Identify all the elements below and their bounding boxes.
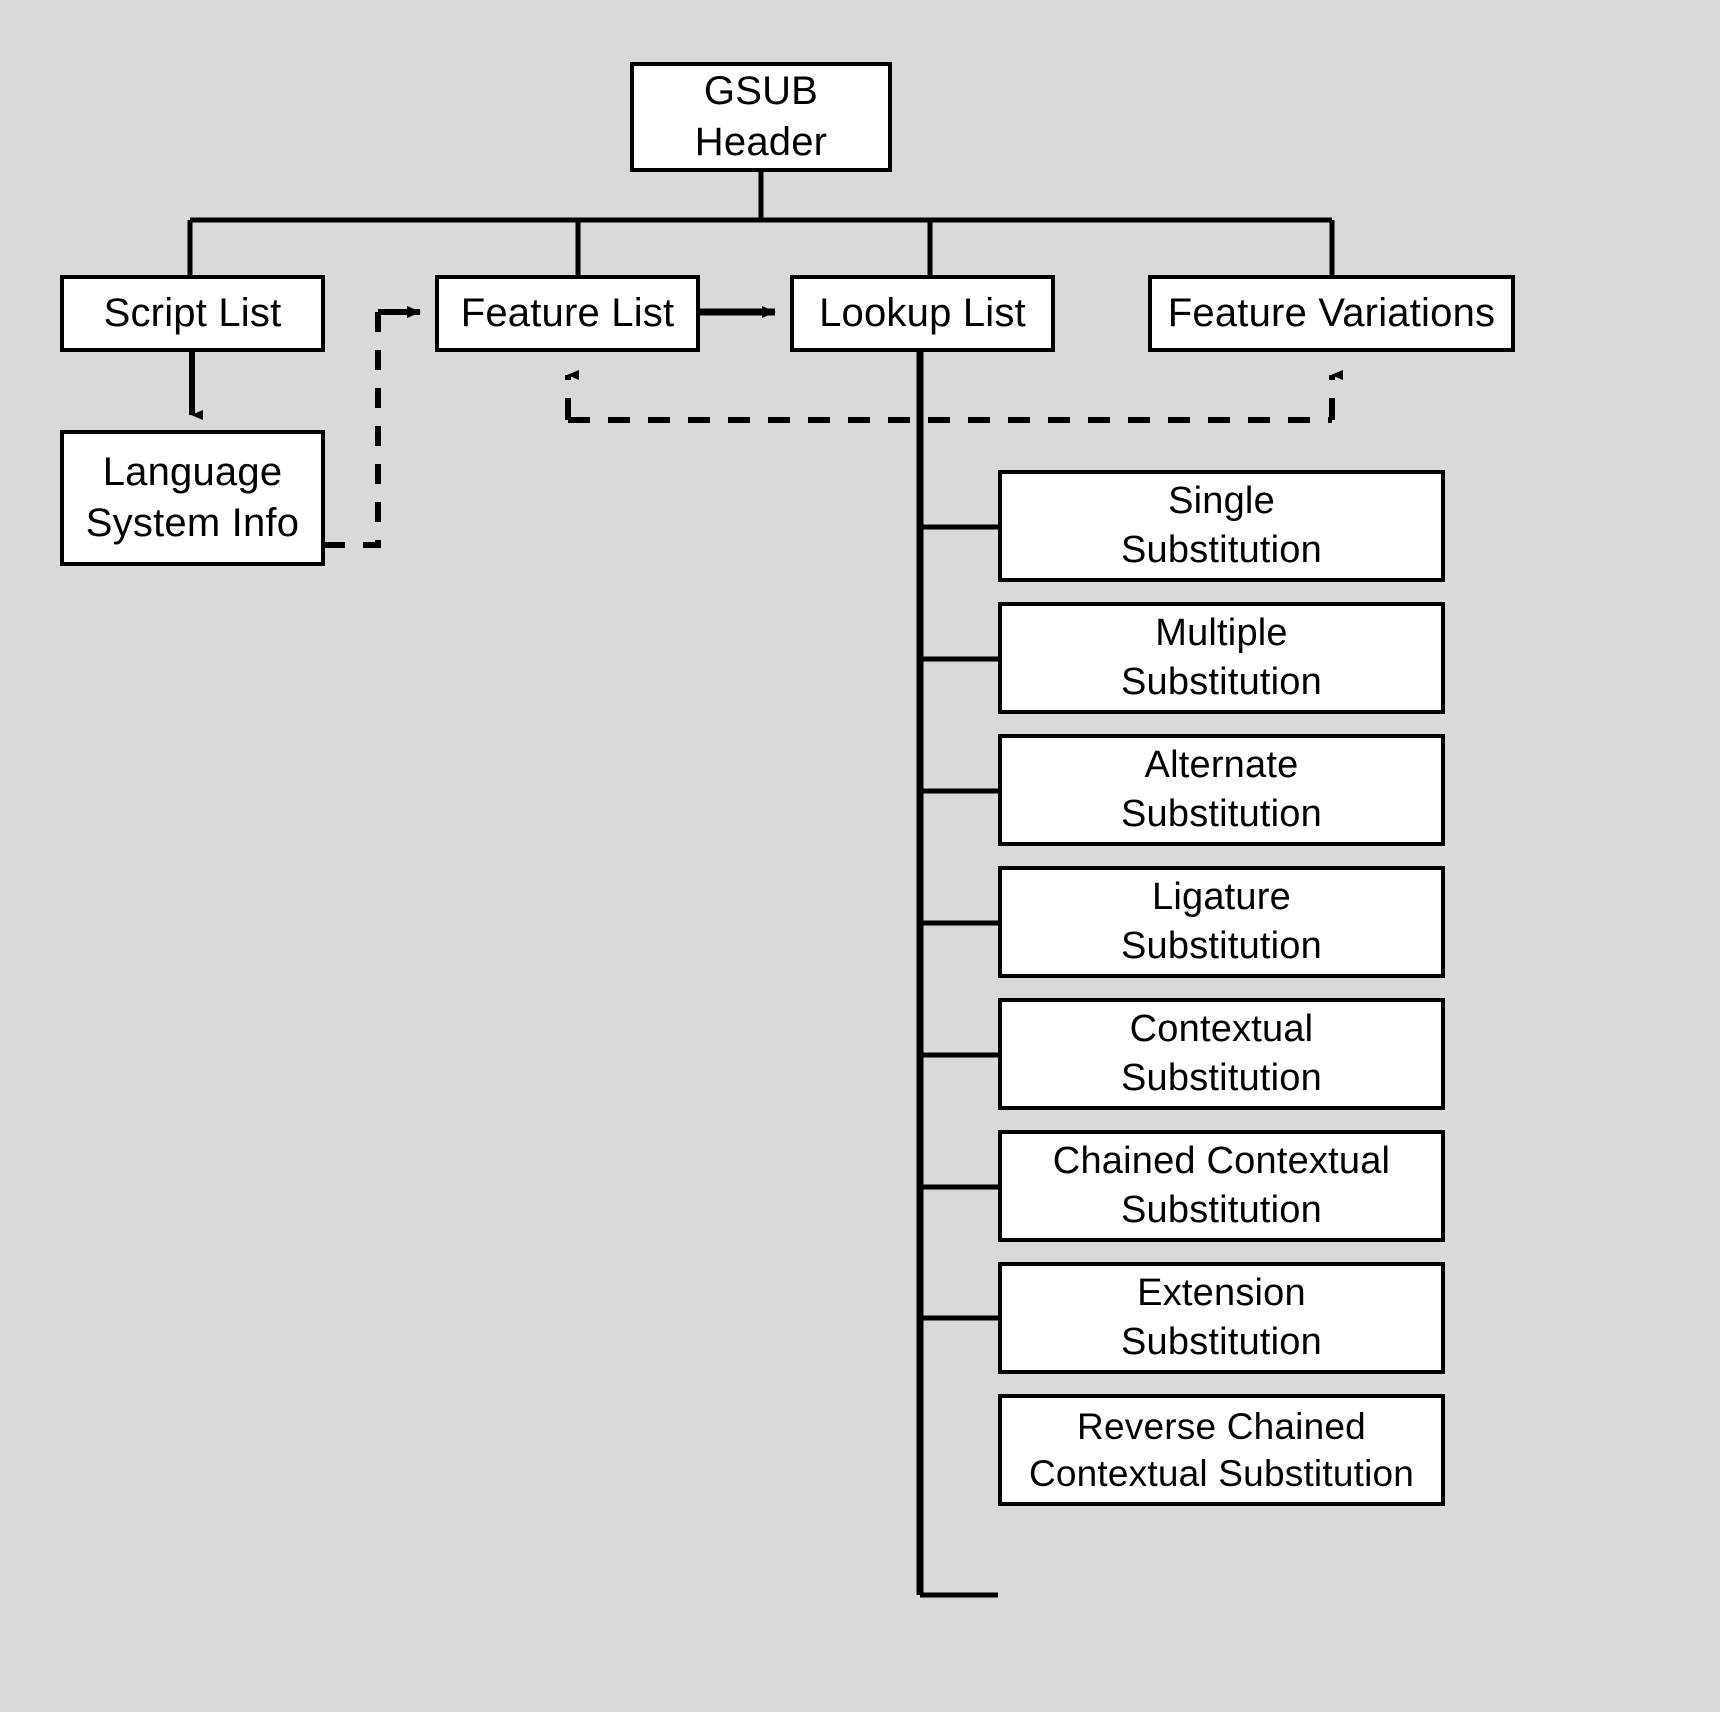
- lookup-type-line2: Substitution: [1121, 1189, 1322, 1231]
- lookup-type-line2: Substitution: [1121, 925, 1322, 967]
- wire-lookup-list-feedback: [565, 352, 1343, 423]
- node-lookup-type-chained-contextual-substitution[interactable]: Chained Contextual Substitution: [998, 1130, 1445, 1242]
- node-lookup-type-ligature-substitution[interactable]: Ligature Substitution: [998, 866, 1445, 978]
- lookup-type-line1: Ligature: [1152, 876, 1291, 919]
- lookup-type-line2: Contextual Substitution: [1028, 1453, 1415, 1494]
- node-script-list[interactable]: Script List: [60, 275, 325, 352]
- node-feature-variations[interactable]: Feature Variations: [1148, 275, 1515, 352]
- node-lookup-type-multiple-substitution[interactable]: Multiple Substitution: [998, 602, 1445, 714]
- lookup-type-line1: Single: [1168, 480, 1275, 523]
- wire-lookup-type-tree: [916, 352, 998, 1598]
- lookup-type-line2: Substitution: [1121, 661, 1322, 703]
- lookup-list-label: Lookup List: [819, 290, 1026, 335]
- node-gsub-header[interactable]: GSUB Header: [630, 62, 892, 172]
- language-system-info-line2: System Info: [85, 501, 300, 545]
- language-system-info-line1: Language: [102, 449, 283, 494]
- lookup-type-line1: Multiple: [1155, 612, 1288, 655]
- node-lookup-type-reverse-chained-contextual-substitution[interactable]: Reverse Chained Contextual Substitution: [998, 1394, 1445, 1506]
- gsub-header-line2: Header: [694, 120, 828, 164]
- node-lookup-type-alternate-substitution[interactable]: Alternate Substitution: [998, 734, 1445, 846]
- lookup-type-line2: Substitution: [1121, 1321, 1322, 1363]
- lookup-type-line1: Chained Contextual: [1052, 1140, 1391, 1183]
- feature-variations-label: Feature Variations: [1167, 290, 1496, 335]
- lookup-type-line1: Reverse Chained: [1077, 1405, 1366, 1447]
- wire-language-system-info-to-feature-list: [325, 306, 421, 548]
- feature-list-label: Feature List: [460, 290, 675, 335]
- node-feature-list[interactable]: Feature List: [435, 275, 700, 352]
- lookup-type-line2: Substitution: [1121, 529, 1322, 571]
- script-list-label: Script List: [103, 290, 282, 335]
- lookup-type-line1: Alternate: [1144, 744, 1299, 787]
- node-lookup-type-single-substitution[interactable]: Single Substitution: [998, 470, 1445, 582]
- node-lookup-list[interactable]: Lookup List: [790, 275, 1055, 352]
- node-lookup-type-extension-substitution[interactable]: Extension Substitution: [998, 1262, 1445, 1374]
- lookup-type-line1: Extension: [1137, 1272, 1306, 1315]
- gsub-header-line1: GSUB: [703, 68, 819, 113]
- node-lookup-type-contextual-substitution[interactable]: Contextual Substitution: [998, 998, 1445, 1110]
- lookup-type-line2: Substitution: [1121, 793, 1322, 835]
- node-language-system-info[interactable]: Language System Info: [60, 430, 325, 566]
- lookup-type-line2: Substitution: [1121, 1057, 1322, 1099]
- lookup-type-line1: Contextual: [1129, 1008, 1314, 1051]
